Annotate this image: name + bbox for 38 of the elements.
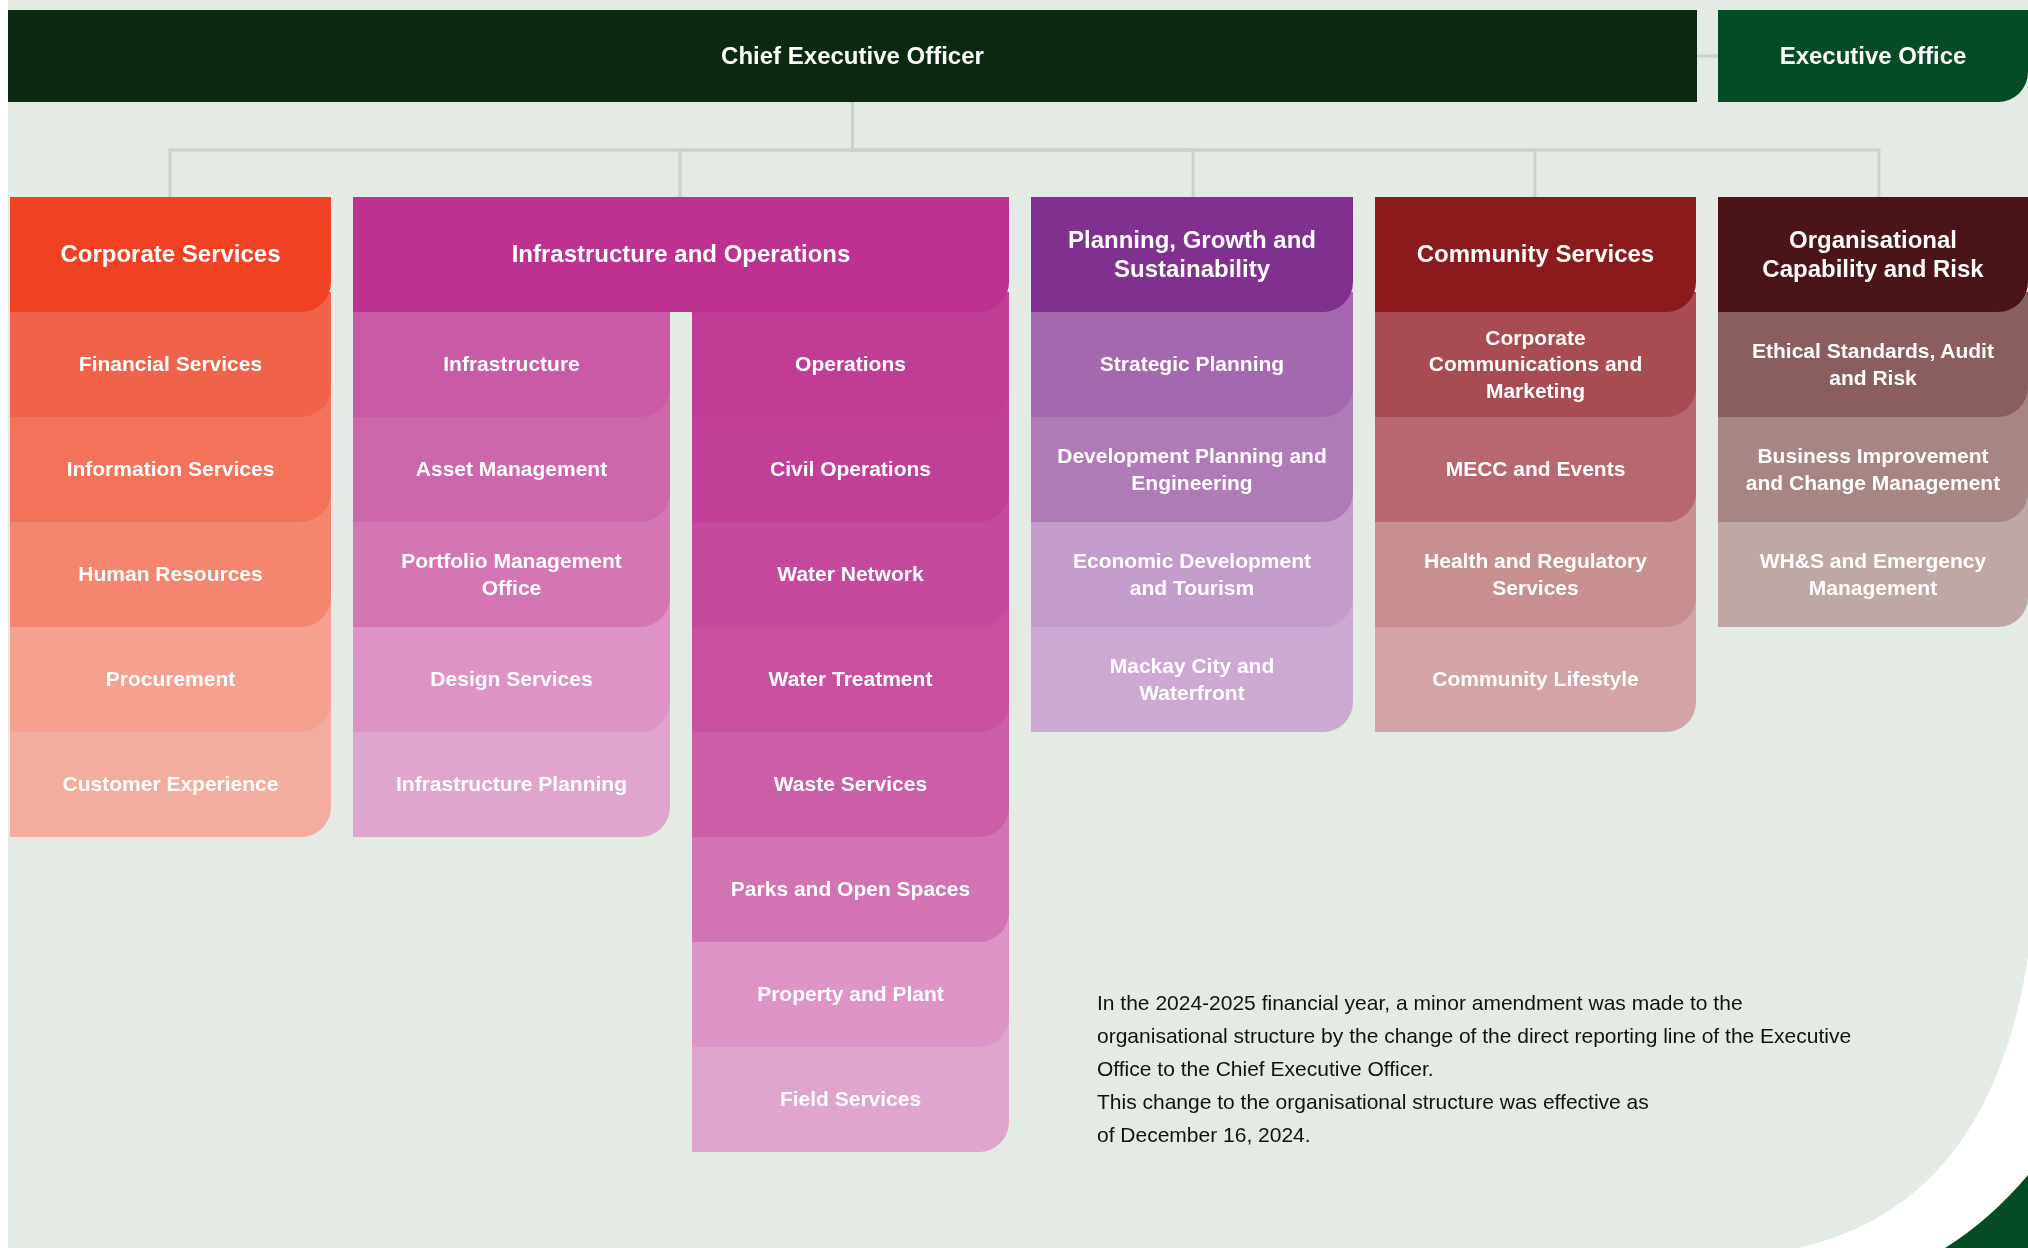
unit-box: Business Improvement and Change Management [1718,417,2028,522]
unit-box: Asset Management [353,417,670,522]
department-header: Infrastructure and Operations [353,197,1009,312]
unit-box: Ethical Standards, Audit and Risk [1718,312,2028,417]
unit-box: Human Resources [10,522,331,627]
note-text: In the 2024-2025 financial year, a minor amendment was made to the organisational structure by the change of the direct reporting line of the Executive Office to the Chief Executive Officer. [1097,990,1853,1082]
unit-box: Procurement [10,627,331,732]
unit-box: Waste Services [692,732,1009,837]
unit-box: Corporate Communications and Marketing [1375,312,1696,417]
department-header: Community Services [1375,197,1696,312]
unit-box: Strategic Planning [1031,312,1353,417]
note-text: This change to the organisational structure was effective as of December 16, 2024. [1097,1089,1650,1148]
unit-box: Water Network [692,522,1009,627]
unit-box: Parks and Open Spaces [692,837,1009,942]
unit-box: Water Treatment [692,627,1009,732]
unit-box: Community Lifestyle [1375,627,1696,732]
unit-box: Civil Operations [692,417,1009,522]
department-header: Planning, Growth and Sustainability [1031,197,1353,312]
unit-box: Customer Experience [10,732,331,837]
unit-box: Health and Regulatory Services [1375,522,1696,627]
department-header: Corporate Services [10,197,331,312]
unit-box: Portfolio Management Office [353,522,670,627]
unit-box: Field Services [692,1047,1009,1152]
unit-box: WH&S and Emergency Management [1718,522,2028,627]
unit-box: Mackay City and Waterfront [1031,627,1353,732]
unit-box: Operations [692,312,1009,417]
unit-box: Economic Development and Tourism [1031,522,1353,627]
unit-box: Development Planning and Engineering [1031,417,1353,522]
unit-box: Design Services [353,627,670,732]
unit-box: Property and Plant [692,942,1009,1047]
department-header: Organisational Capability and Risk [1718,197,2028,312]
unit-box: Infrastructure [353,312,670,417]
unit-box: MECC and Events [1375,417,1696,522]
department-header: Chief Executive Officer [8,10,1697,102]
unit-box: Financial Services [10,312,331,417]
unit-box: Information Services [10,417,331,522]
unit-box: Infrastructure Planning [353,732,670,837]
department-header: Executive Office [1718,10,2028,102]
